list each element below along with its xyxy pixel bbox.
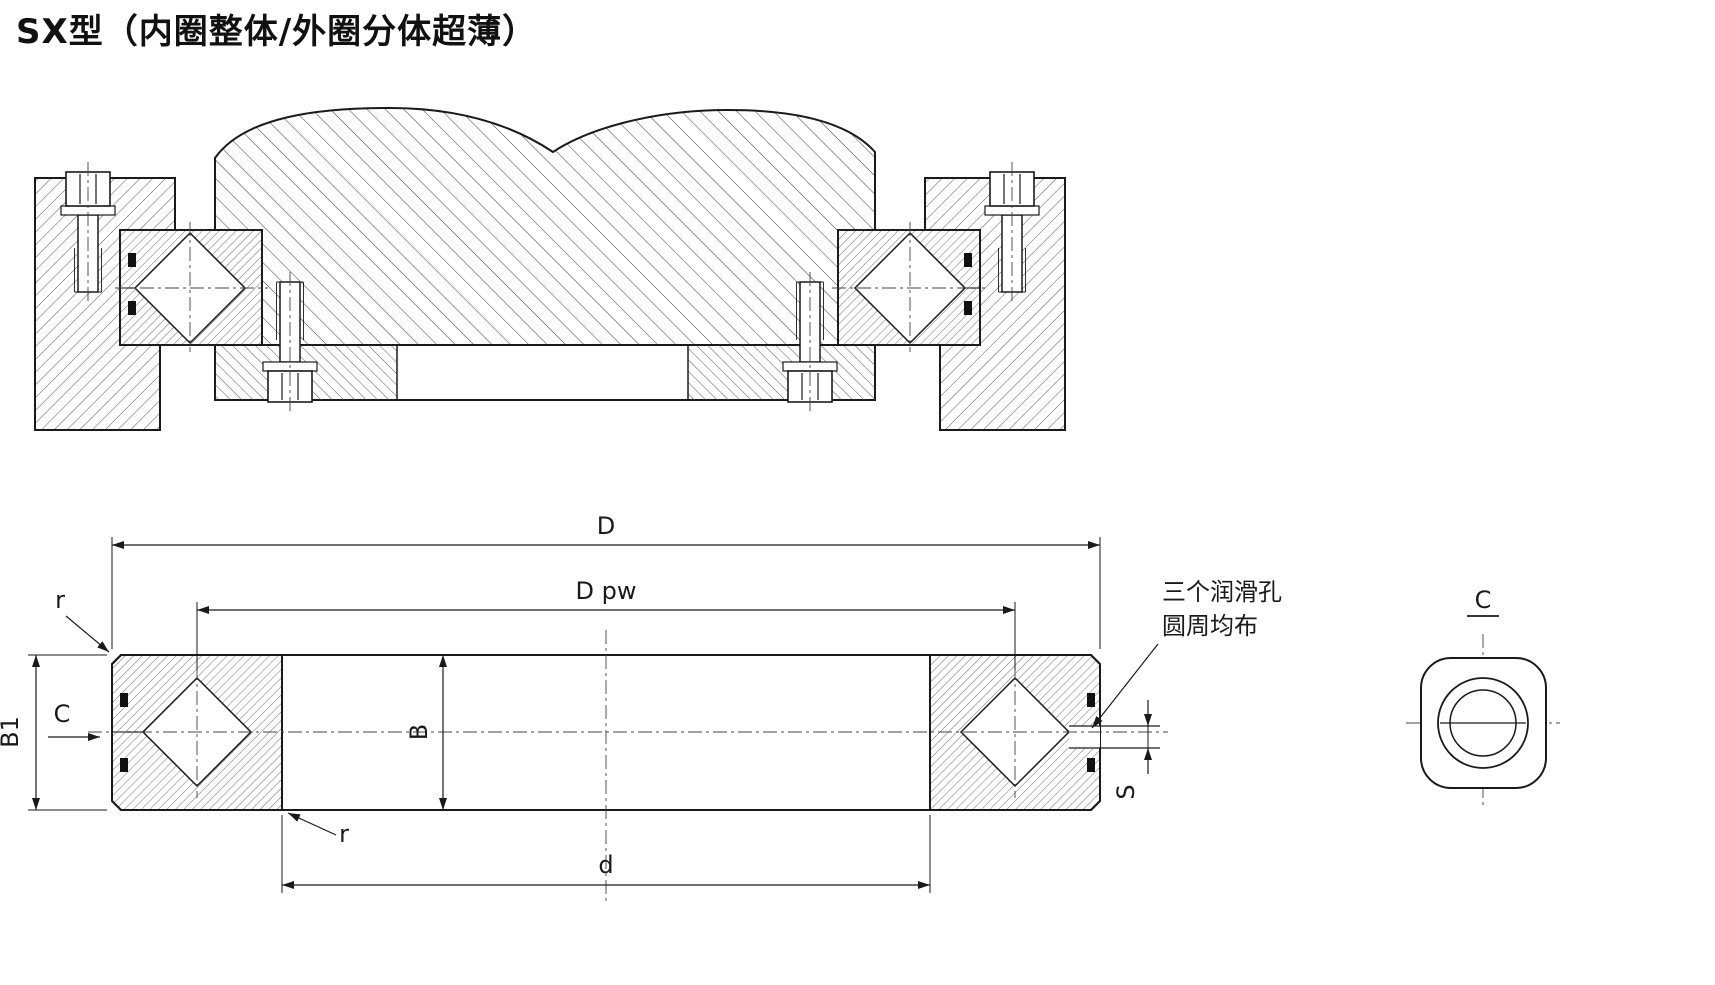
bolt-bottom-left bbox=[262, 272, 318, 412]
dimension-d: d bbox=[281, 815, 931, 893]
center-shaft-piece bbox=[214, 106, 876, 346]
socket-lines bbox=[801, 373, 819, 400]
spacer-mark bbox=[120, 693, 128, 707]
spacer-mark bbox=[128, 301, 136, 315]
radius-label-r-bottom: r bbox=[339, 820, 349, 848]
dimension-label-d: d bbox=[598, 851, 613, 879]
lube-note-line1: 三个润滑孔 bbox=[1162, 578, 1282, 606]
dimension-label-Dpw: D pw bbox=[576, 577, 637, 605]
assembly-section-view bbox=[34, 106, 1066, 431]
socket-lines bbox=[281, 373, 299, 400]
lube-hole-outer-circle bbox=[1437, 677, 1529, 769]
centerlines bbox=[88, 630, 1168, 902]
lube-note-line2: 圆周均布 bbox=[1162, 612, 1258, 640]
bolt-top-left bbox=[60, 162, 116, 302]
dimension-Dpw: D pw bbox=[196, 577, 1016, 670]
spacer-mark bbox=[1087, 758, 1095, 772]
section-detail-C: C bbox=[1406, 586, 1560, 808]
dimensioned-side-view: D D pw d B1 bbox=[0, 512, 1282, 902]
bolt-top-right bbox=[984, 162, 1040, 302]
lube-note: 三个润滑孔 圆周均布 bbox=[1091, 578, 1282, 729]
spacer-mark bbox=[120, 758, 128, 772]
dimension-B1: B1 bbox=[0, 654, 107, 811]
ring-left-section bbox=[111, 654, 283, 811]
bottom-clamp-plate bbox=[214, 344, 876, 401]
radius-label-r-top: r bbox=[55, 586, 65, 614]
socket-lines bbox=[1003, 174, 1021, 204]
spacer-mark bbox=[1087, 693, 1095, 707]
dimension-label-B1: B1 bbox=[0, 716, 24, 748]
lubrication-hole bbox=[1069, 725, 1160, 749]
section-label-C: C bbox=[1475, 586, 1492, 614]
page-title: SX型（内圈整体/外圈分体超薄） bbox=[16, 12, 538, 52]
dimension-label-S: S bbox=[1112, 784, 1140, 799]
spacer-mark bbox=[964, 301, 972, 315]
socket-lines bbox=[79, 174, 97, 204]
left-bearing-section bbox=[119, 229, 263, 346]
chamfer-label-C: C bbox=[54, 700, 71, 728]
bolt-bottom-right bbox=[782, 272, 838, 412]
chamfer-C-callout: C bbox=[48, 700, 100, 741]
radius-r-bottom: r bbox=[287, 812, 349, 848]
ring-right-section bbox=[929, 654, 1160, 811]
bearing-centerlines bbox=[115, 222, 985, 352]
dimension-B: B bbox=[405, 655, 447, 810]
spacer-mark bbox=[964, 253, 972, 267]
right-bearing-section bbox=[837, 229, 981, 346]
radius-r-top: r bbox=[55, 586, 110, 653]
dimension-label-D: D bbox=[597, 512, 615, 540]
dimension-S: S bbox=[1112, 700, 1152, 800]
lube-note-leader bbox=[1091, 643, 1159, 729]
dimension-D: D bbox=[111, 512, 1101, 649]
spacer-mark bbox=[128, 253, 136, 267]
dimension-label-B: B bbox=[405, 724, 433, 740]
